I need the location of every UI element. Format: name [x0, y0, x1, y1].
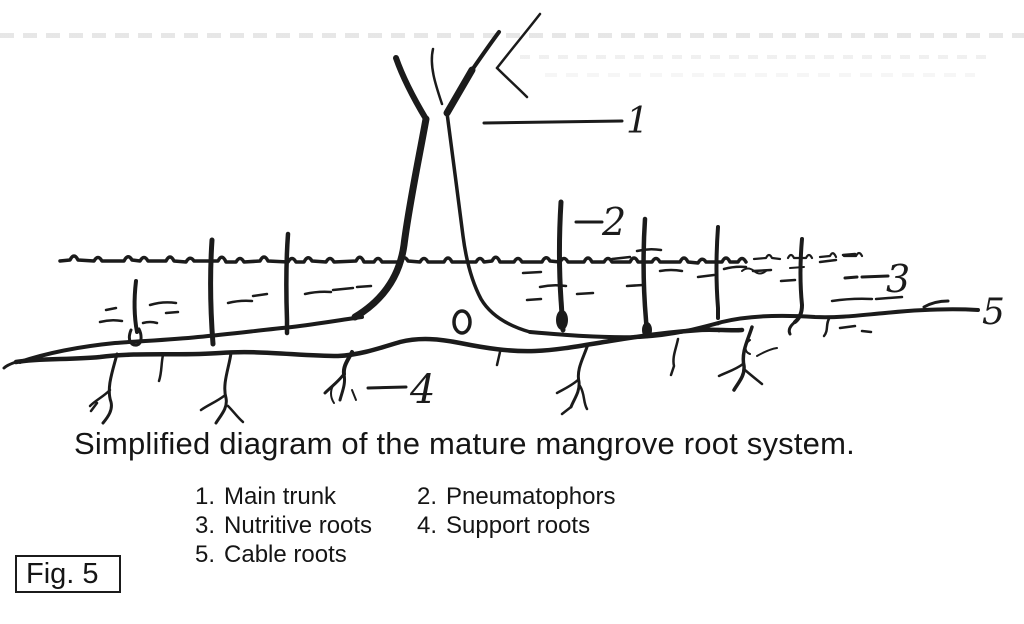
support-root-branch [717, 362, 764, 386]
support-root [214, 351, 233, 425]
trunk-middle-twig [430, 47, 444, 106]
root-dot [716, 322, 720, 326]
cable-root-upper-right [528, 307, 980, 340]
pneumatophore [132, 279, 139, 334]
support-root [569, 342, 590, 409]
legend-number: 5. [195, 541, 216, 568]
trunk-left-edge [351, 115, 430, 321]
legend-label: Main trunk [224, 483, 337, 510]
pneumatophore [284, 231, 291, 336]
legend-label: Support roots [446, 512, 591, 539]
leader-line-1 [482, 119, 624, 125]
support-root-branch [199, 394, 245, 424]
leader-line-3 [843, 274, 890, 280]
cable-root-lower [13, 327, 745, 365]
legend-number: 4. [417, 512, 438, 539]
callout-4: 4 [409, 367, 435, 413]
pneumatophore-base [642, 322, 652, 338]
support-root-branch [555, 378, 589, 416]
cable-root-upper-left [18, 315, 364, 364]
cable-root-fork-mark [922, 299, 950, 309]
callout-1: 1 [626, 101, 649, 142]
support-root [157, 353, 165, 383]
support-root-branch [323, 372, 346, 402]
support-root [669, 337, 680, 377]
support-root [732, 325, 754, 392]
broken-twig-line [495, 12, 542, 70]
cable-root-left-tip [2, 360, 18, 370]
legend-number: 3. [195, 512, 216, 539]
root-tick [495, 350, 502, 367]
water-line [58, 254, 748, 265]
support-root-branch [330, 383, 357, 404]
nutritive-root-dashes [98, 247, 904, 325]
legend-item-pneumatophors: 2. Pneumatophors [417, 482, 677, 511]
mangrove-root-diagram: 1 2 3 4 5 [2, 12, 1005, 425]
pneumatophore [641, 216, 650, 339]
legend-label: Pneumatophors [446, 483, 616, 510]
trunk-left-branch [393, 55, 429, 122]
broken-twig-line [495, 66, 529, 99]
legend-item-main-trunk: 1. Main trunk [195, 482, 417, 511]
figure-number: Fig. 5 [26, 557, 99, 590]
pneumatophore [714, 225, 720, 320]
callout-2: 2 [601, 200, 626, 244]
callout-5: 5 [982, 292, 1005, 333]
figure-caption: Simplified diagram of the mature mangrov… [74, 426, 855, 461]
trunk-right-edge [445, 111, 532, 334]
legend-number: 1. [195, 483, 216, 510]
legend-number: 2. [417, 483, 438, 510]
rootlet-cluster [822, 315, 873, 338]
callout-digits: 1 2 3 4 5 [409, 101, 1005, 413]
legend-label: Nutritive roots [224, 512, 373, 539]
pneumatophore-base [556, 310, 568, 330]
support-root [341, 350, 354, 376]
legend-item-nutritive-roots: 3. Nutritive roots [195, 511, 417, 540]
legend-item-cable-roots: 5. Cable roots [195, 540, 417, 569]
support-root [101, 352, 119, 425]
pneumatophore [208, 237, 216, 347]
root-dot [717, 329, 721, 333]
ink-lines [2, 12, 980, 425]
trunk-right-branch-tip [470, 30, 501, 72]
pneumatophore-bulb [127, 327, 143, 347]
leader-line-4 [366, 385, 408, 390]
trunk-base-knob [452, 309, 472, 335]
figure-number-box: Fig. 5 [15, 555, 121, 593]
callout-3: 3 [886, 257, 910, 301]
legend-label: Cable roots [224, 541, 347, 568]
pneumatophore-foot [787, 320, 797, 336]
figure-legend: 1. Main trunk 2. Pneumatophors 3. Nutritive… [195, 482, 677, 569]
support-root-branch [744, 339, 778, 357]
water-ripple [741, 266, 805, 275]
legend-item-support-roots: 4. Support roots [417, 511, 677, 540]
support-root-branch [88, 388, 112, 413]
trunk-right-branch [443, 66, 476, 117]
ink-fills [556, 310, 721, 338]
